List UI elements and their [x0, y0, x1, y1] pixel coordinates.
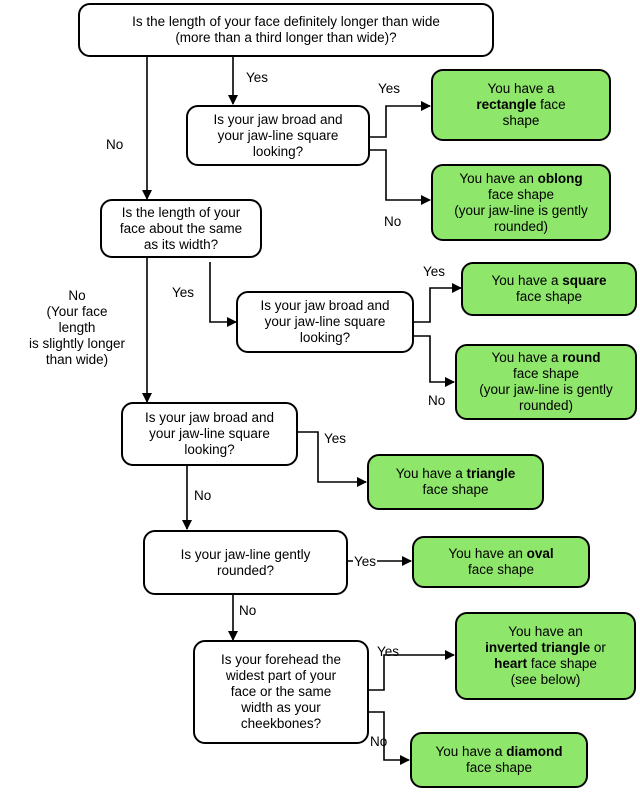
- connector-q7-yes: [369, 650, 455, 691]
- result-shape-name: triangle: [466, 466, 516, 481]
- connector-q5-yes: [298, 431, 367, 487]
- result-text: or: [593, 640, 606, 655]
- label-text: No: [68, 288, 86, 303]
- result-diamond: You have a diamond face shape: [410, 732, 588, 788]
- result-text: You have a: [395, 466, 463, 481]
- question-jaw-broad-1: Is your jaw broad and your jaw-line squa…: [186, 105, 370, 166]
- result-shape-name: inverted triangle: [485, 640, 591, 655]
- question-text: Is the length of your: [121, 204, 241, 220]
- result-text: face shape: [422, 482, 489, 497]
- question-length-same-as-width: Is the length of your face about the sam…: [100, 199, 262, 258]
- question-text: face or the same: [230, 684, 332, 699]
- result-square: You have a square face shape: [461, 262, 637, 316]
- question-forehead-widest: Is your forehead the widest part of your…: [193, 640, 369, 744]
- result-shape-name: square: [562, 273, 607, 288]
- label-q2-yes: Yes: [378, 81, 401, 96]
- result-text: You have a: [435, 744, 503, 759]
- connector-q7-no: [369, 711, 410, 765]
- result-text: face shape: [467, 562, 535, 577]
- label-q5-yes: Yes: [324, 431, 347, 446]
- result-text: (your jaw-line is gently: [454, 202, 588, 218]
- result-text: You have an: [448, 546, 523, 561]
- question-text: your jaw-line square: [217, 127, 339, 143]
- question-text: widest part of your: [225, 668, 337, 683]
- result-text: You have an: [459, 170, 534, 186]
- result-triangle: You have a triangle face shape: [367, 454, 544, 510]
- result-rectangle: You have a rectangle face shape: [431, 69, 611, 141]
- result-inverted-triangle-or-heart: You have an inverted triangle or heart f…: [455, 612, 636, 700]
- result-shape-name: oval: [526, 546, 554, 561]
- label-q2-no: No: [384, 214, 402, 229]
- connector-q2-yes: [370, 101, 431, 138]
- result-text: rounded): [518, 398, 574, 413]
- connector-q3-yes: [209, 262, 237, 327]
- question-text: Is your jaw broad and: [260, 298, 390, 313]
- question-text: face about the same: [119, 220, 243, 236]
- connector-q4-yes: [414, 283, 462, 323]
- question-face-longer-than-wide: Is the length of your face definitely lo…: [78, 3, 494, 57]
- result-text: You have an: [508, 624, 583, 639]
- question-jaw-line-rounded: Is your jaw-line gently rounded?: [143, 530, 348, 595]
- label-q5-no: No: [194, 488, 212, 503]
- connector-q4-no: [414, 335, 455, 387]
- question-text: Is the length of your face definitely lo…: [132, 14, 440, 29]
- label-q1-yes: Yes: [246, 70, 269, 85]
- result-text: You have a: [487, 81, 555, 96]
- result-text: You have a: [491, 350, 559, 365]
- label-q4-yes: Yes: [423, 264, 446, 279]
- question-text: as its width?: [143, 236, 219, 252]
- label-q7-yes: Yes: [377, 644, 400, 659]
- result-text: face shape: [465, 760, 533, 775]
- question-text: your jaw-line square: [149, 426, 270, 441]
- result-text: (see below): [510, 672, 581, 687]
- label-q7-no: No: [370, 734, 388, 749]
- label-text: is slightly longer: [28, 336, 126, 351]
- result-text: shape: [502, 113, 540, 128]
- label-q1-no: No: [106, 137, 124, 152]
- label-q3-yes: Yes: [172, 285, 195, 300]
- result-shape-name: oblong: [537, 170, 583, 186]
- result-round: You have a round face shape (your jaw-li…: [455, 344, 637, 420]
- result-shape-name: diamond: [506, 744, 563, 759]
- label-text: than wide): [45, 352, 109, 367]
- result-oblong: You have an oblong face shape (your jaw-…: [431, 164, 611, 241]
- label-q3-no: No (Your face length is slightly longer …: [22, 288, 132, 368]
- label-text: length: [58, 320, 96, 335]
- result-shape-name: heart: [494, 656, 528, 671]
- question-text: your jaw-line square: [264, 314, 386, 329]
- question-text: looking?: [252, 143, 304, 159]
- result-shape-name: round: [562, 350, 601, 365]
- question-text: cheekbones?: [240, 716, 322, 731]
- question-text: (more than a third longer than wide)?: [175, 30, 397, 45]
- result-oval: You have an oval face shape: [412, 536, 590, 588]
- result-text: face: [540, 97, 566, 112]
- question-text: width as your: [241, 700, 321, 715]
- result-text: face shape: [515, 289, 583, 304]
- result-text: rounded): [493, 218, 549, 234]
- question-text: looking?: [184, 442, 235, 457]
- question-text: Is your forehead the: [220, 652, 342, 667]
- question-text: Is your jaw-line gently: [180, 546, 311, 562]
- result-text: face shape: [530, 656, 597, 671]
- question-text: rounded?: [216, 562, 275, 578]
- result-text: (your jaw-line is gently: [479, 382, 613, 397]
- label-text: (Your face: [46, 304, 108, 319]
- label-q4-no: No: [428, 393, 446, 408]
- result-text: face shape: [512, 366, 580, 381]
- result-text: face shape: [487, 186, 555, 202]
- label-q6-yes: Yes: [353, 554, 378, 570]
- connector-q2-no: [370, 149, 431, 205]
- question-text: looking?: [299, 330, 351, 345]
- question-jaw-broad-3: Is your jaw broad and your jaw-line squa…: [121, 402, 298, 466]
- result-shape-name: rectangle: [476, 97, 537, 112]
- question-text: Is your jaw broad and: [213, 111, 343, 127]
- question-text: Is your jaw broad and: [144, 410, 275, 425]
- question-jaw-broad-2: Is your jaw broad and your jaw-line squa…: [236, 291, 414, 353]
- result-text: You have a: [491, 273, 559, 288]
- label-q6-no: No: [239, 603, 257, 618]
